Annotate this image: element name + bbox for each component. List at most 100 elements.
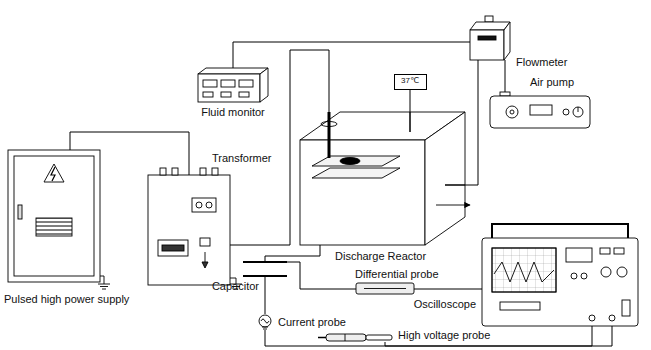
fluid-monitor-device-part [239, 92, 249, 97]
transformer-device-part [206, 202, 212, 208]
device-label: Flowmeter [516, 56, 567, 68]
oscilloscope-device-part [500, 302, 540, 310]
high-voltage-probe-body-part [366, 335, 392, 340]
discharge-reactor-body-part [300, 140, 425, 245]
device-label: Current probe [278, 316, 346, 328]
discharge-reactor-body-part [445, 184, 465, 186]
oscilloscope-device-part [617, 267, 627, 277]
apparatus-illustration-part [8, 16, 638, 341]
discharge-reactor-body-part [436, 205, 470, 206]
discharge-reactor-body-part [409, 112, 411, 132]
differential-probe-body [356, 283, 414, 294]
fluid-monitor-device-part [260, 68, 268, 102]
oscilloscope-device-part [492, 248, 556, 292]
power-supply-cabinet-part [44, 164, 64, 182]
fluid-monitor-device-part [239, 80, 253, 87]
device-label: Discharge Reactor [335, 250, 426, 262]
oscilloscope-device-part [494, 262, 554, 282]
fluid-monitor-device-part [198, 74, 260, 102]
air-pump-device-part [490, 96, 590, 128]
transformer-device-part [172, 168, 178, 175]
oscilloscope-device-part [622, 300, 630, 316]
wire-connector [385, 326, 592, 346]
air-pump-device-part [578, 107, 579, 112]
device-label: High voltage probe [398, 329, 490, 341]
power-supply-box: Pulsed high power supply [8, 150, 100, 282]
transformer-device-part [212, 168, 218, 175]
flowmeter-device-part [478, 36, 496, 40]
current-probe-symbol-part [259, 315, 271, 327]
high-voltage-probe-body-part [345, 334, 346, 341]
capacitor-box: Capacitor [243, 262, 287, 276]
high-voltage-probe-body-part [318, 337, 326, 339]
air-pump-device-part [563, 109, 569, 115]
discharge-reactor-box: Discharge Reactor [300, 112, 465, 245]
flowmeter-device-part [470, 22, 510, 30]
flowmeter-device-part [470, 30, 504, 60]
wire-connector [265, 245, 320, 262]
transformer-device [148, 168, 242, 289]
discharge-reactor-body-part [312, 156, 400, 166]
current-probe-symbol-part [262, 327, 268, 328]
oscilloscope-device-part [492, 248, 556, 292]
transformer-device-part [202, 252, 208, 268]
power-supply-cabinet-part [8, 150, 100, 282]
discharge-reactor-body [300, 112, 470, 245]
fluid-monitor-device-part [221, 92, 231, 97]
transformer-device-part [160, 168, 166, 175]
power-supply-cabinet-part [100, 276, 104, 284]
wire-connector [414, 289, 482, 290]
oscilloscope-device-part [589, 315, 595, 321]
wire-connector [230, 50, 329, 245]
oscilloscope-box: Oscilloscope [482, 238, 638, 326]
fluid-monitor-box: Fluid monitor [198, 68, 268, 102]
transformer-box: Transformer [148, 175, 230, 285]
wire-connector [265, 276, 266, 314]
differential-probe-box: Differential probe [356, 283, 414, 294]
flowmeter-device-part [504, 22, 510, 60]
device-label: 37℃ [401, 76, 419, 86]
high-voltage-probe-body-part [326, 334, 366, 341]
oscilloscope-device-part [571, 273, 577, 279]
device-label: Differential probe [355, 268, 439, 280]
discharge-reactor-body-part [340, 158, 360, 165]
fluid-monitor-device-part [203, 92, 213, 97]
air-pump-device-part [510, 110, 514, 114]
current-probe-symbol-part [261, 319, 269, 323]
discharge-reactor-body-part [328, 112, 331, 158]
device-label: Fluid monitor [201, 106, 265, 118]
current-probe-symbol [259, 315, 271, 329]
high-voltage-probe-box: High voltage probe [318, 333, 392, 342]
power-supply-cabinet-part [36, 218, 72, 236]
air-pump-box: Air pump [490, 92, 590, 128]
transformer-device-part [158, 240, 188, 256]
power-supply-cabinet-part [18, 205, 22, 219]
air-pump-device-part [573, 107, 583, 117]
device-label: Oscilloscope [414, 298, 476, 310]
oscilloscope-device-part [581, 273, 587, 279]
transformer-device-part [200, 168, 206, 175]
wire-connector [233, 42, 470, 68]
current-probe-symbol-part [263, 329, 267, 330]
transformer-device-part [196, 202, 202, 208]
air-pump-device-part [500, 92, 510, 96]
transformer-device-part [148, 175, 230, 285]
capacitor-symbol [243, 262, 287, 276]
high-voltage-probe-body [318, 334, 392, 341]
oscilloscope-device-part [482, 238, 638, 326]
fluid-monitor-device [198, 68, 268, 102]
discharge-reactor-body-part [312, 168, 400, 178]
current-probe-box: Current probe [257, 314, 273, 330]
oscilloscope-device-part [614, 248, 624, 254]
wire-connector [70, 132, 189, 175]
transformer-device-part [192, 198, 216, 212]
oscilloscope-device-part [601, 267, 611, 277]
device-label: Transformer [212, 152, 272, 164]
wire-connector [265, 326, 612, 346]
transformer-device-part [200, 238, 210, 246]
device-label: Air pump [530, 76, 574, 88]
fluid-monitor-device-part [221, 80, 235, 87]
air-pump-device [490, 92, 590, 128]
differential-probe-body-part [364, 288, 406, 289]
device-label: Capacitor [212, 280, 259, 292]
